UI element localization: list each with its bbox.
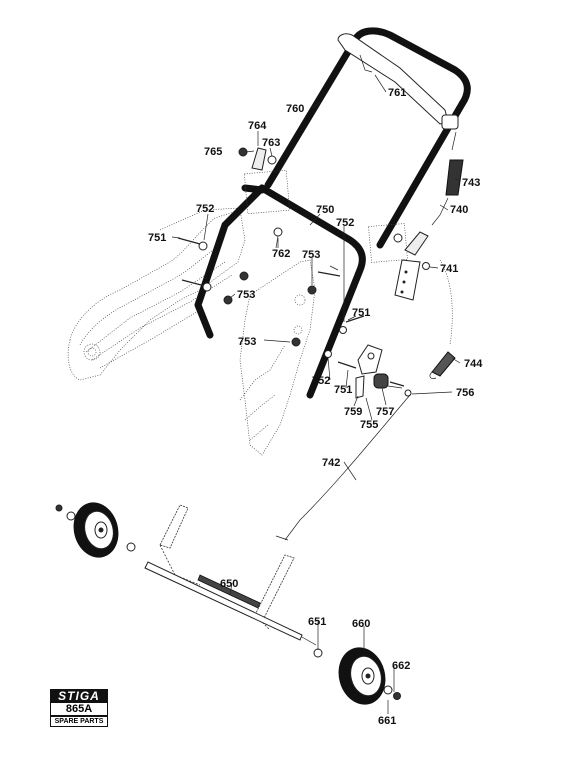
callout-650: 650 xyxy=(220,578,238,590)
spring-744 xyxy=(429,351,456,379)
callout-763: 763 xyxy=(262,137,280,149)
callout-740: 740 xyxy=(450,204,468,216)
callout-662: 662 xyxy=(392,660,410,672)
bracket-741 xyxy=(394,259,430,301)
brake-cable xyxy=(275,394,411,541)
callout-761: 761 xyxy=(388,87,406,99)
callout-743: 743 xyxy=(462,177,480,189)
right-wheel xyxy=(313,647,401,705)
callout-760: 760 xyxy=(286,103,304,115)
callout-753-b: 753 xyxy=(237,289,255,301)
knob-parts xyxy=(238,147,429,256)
leader-lines xyxy=(171,74,461,714)
callout-751-c: 751 xyxy=(334,384,352,396)
upper-handle xyxy=(264,27,471,249)
spring-and-cable xyxy=(431,131,464,346)
callout-750: 750 xyxy=(316,204,334,216)
callout-660: 660 xyxy=(352,618,370,630)
callout-757: 757 xyxy=(376,406,394,418)
logo-subtitle: SPARE PARTS xyxy=(50,716,108,727)
rear-axle-frame xyxy=(144,504,317,646)
deck-outline-center xyxy=(239,259,316,456)
logo-brand: STIGA xyxy=(50,689,108,703)
callout-742: 742 xyxy=(322,457,340,469)
callout-752-c: 752 xyxy=(312,375,330,387)
logo-model: 865A xyxy=(50,703,108,716)
callout-755: 755 xyxy=(360,419,378,431)
callout-764: 764 xyxy=(248,120,267,132)
callout-744: 744 xyxy=(464,358,483,370)
callout-753-a: 753 xyxy=(302,249,320,261)
deck-outline-left xyxy=(67,207,246,381)
callout-651: 651 xyxy=(308,616,326,628)
callout-751-b: 751 xyxy=(352,307,370,319)
left-wheel xyxy=(55,502,136,558)
callout-751-a: 751 xyxy=(148,232,166,244)
callout-661: 661 xyxy=(378,715,396,727)
callout-756: 756 xyxy=(456,387,474,399)
handle-grip-bar xyxy=(337,33,459,130)
callout-labels: 761 760 764 763 765 743 740 752 750 752 … xyxy=(148,87,483,727)
lower-handle xyxy=(194,184,366,399)
callout-752-a: 752 xyxy=(196,203,214,215)
callout-759: 759 xyxy=(344,406,362,418)
callout-752-b: 752 xyxy=(336,217,354,229)
bolts-and-nuts xyxy=(177,237,405,387)
lever-assembly xyxy=(355,344,412,399)
callout-765: 765 xyxy=(204,146,222,158)
clamp-plates xyxy=(243,169,408,263)
callout-762: 762 xyxy=(272,248,290,260)
callout-753-c: 753 xyxy=(238,336,256,348)
callout-741: 741 xyxy=(440,263,458,275)
stiga-logo: STIGA 865A SPARE PARTS xyxy=(50,689,108,727)
